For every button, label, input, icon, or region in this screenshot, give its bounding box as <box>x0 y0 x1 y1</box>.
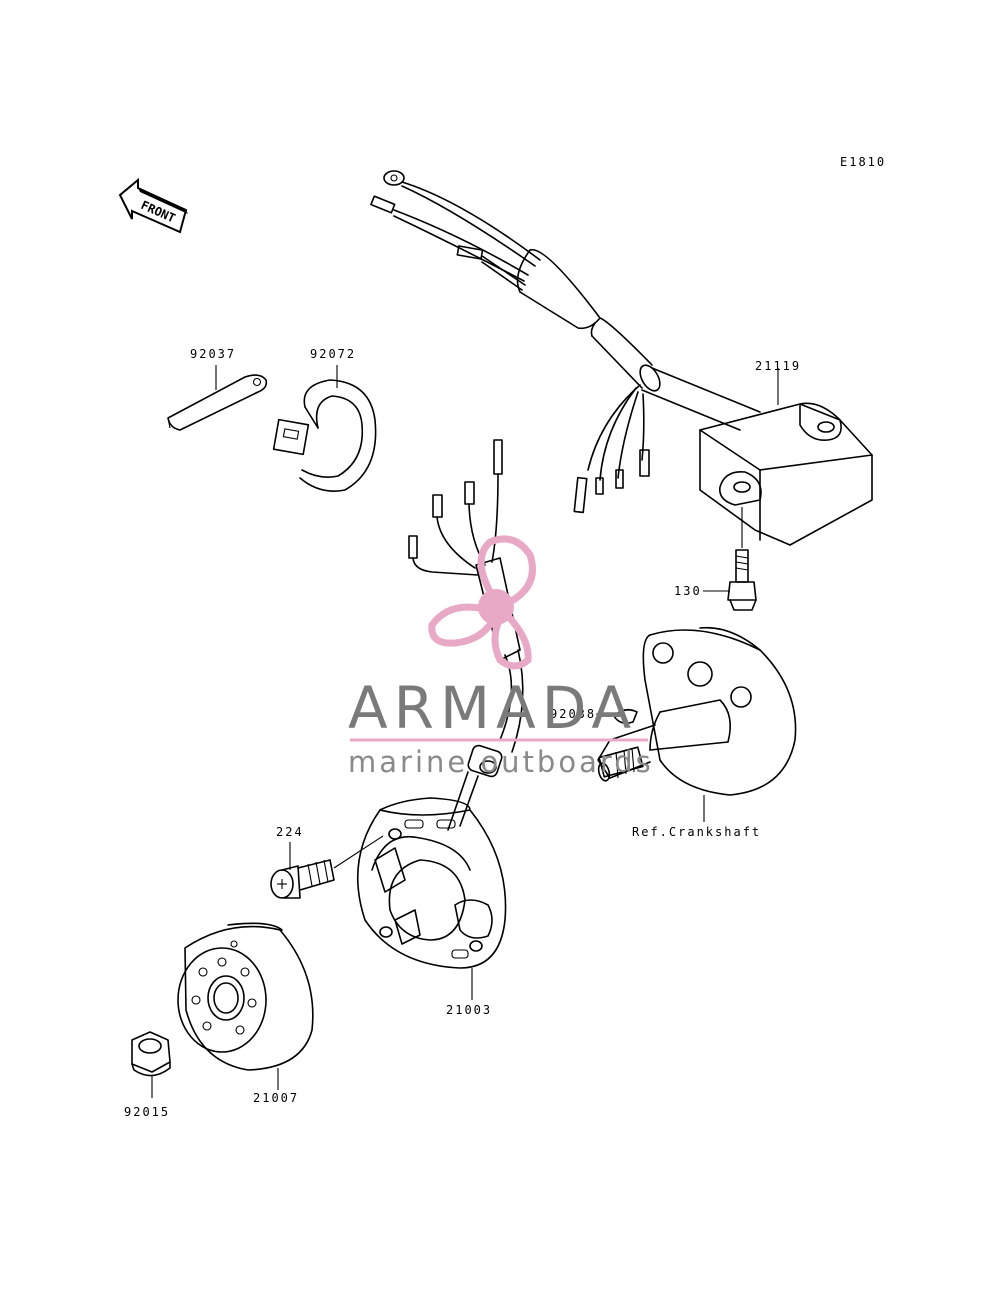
front-arrow-icon: FRONT <box>118 177 188 234</box>
watermark-title: ARMADA <box>348 674 637 742</box>
crankshaft-reference <box>597 626 797 822</box>
label-21007: 21007 <box>253 1091 299 1105</box>
propeller-icon <box>428 535 536 670</box>
part-21119-cdi-unit <box>699 368 873 546</box>
watermark-subtitle: marine outboards <box>348 745 654 779</box>
label-92037: 92037 <box>190 347 236 361</box>
armada-watermark-logo: ARMADA marine outboards <box>348 535 654 779</box>
part-92037-strip <box>167 365 268 431</box>
upper-wire-harness <box>370 170 761 514</box>
label-92038: 92038 <box>550 707 596 721</box>
part-92038-key <box>595 708 638 724</box>
label-crankshaft: Ref.Crankshaft <box>632 825 761 839</box>
label-130: 130 <box>674 584 702 598</box>
label-92015: 92015 <box>124 1105 170 1119</box>
label-21003: 21003 <box>446 1003 492 1017</box>
propeller-hub-icon <box>478 589 514 625</box>
diagram-code: E1810 <box>840 155 886 169</box>
part-21003-stator <box>356 797 507 1000</box>
part-92072-clamp <box>272 365 377 492</box>
part-92015-nut <box>131 1031 171 1098</box>
label-21119: 21119 <box>755 359 801 373</box>
label-224: 224 <box>276 825 304 839</box>
part-224-screw <box>270 835 384 899</box>
part-21007-flywheel <box>177 922 314 1090</box>
part-130-bolt <box>703 507 757 611</box>
label-92072: 92072 <box>310 347 356 361</box>
